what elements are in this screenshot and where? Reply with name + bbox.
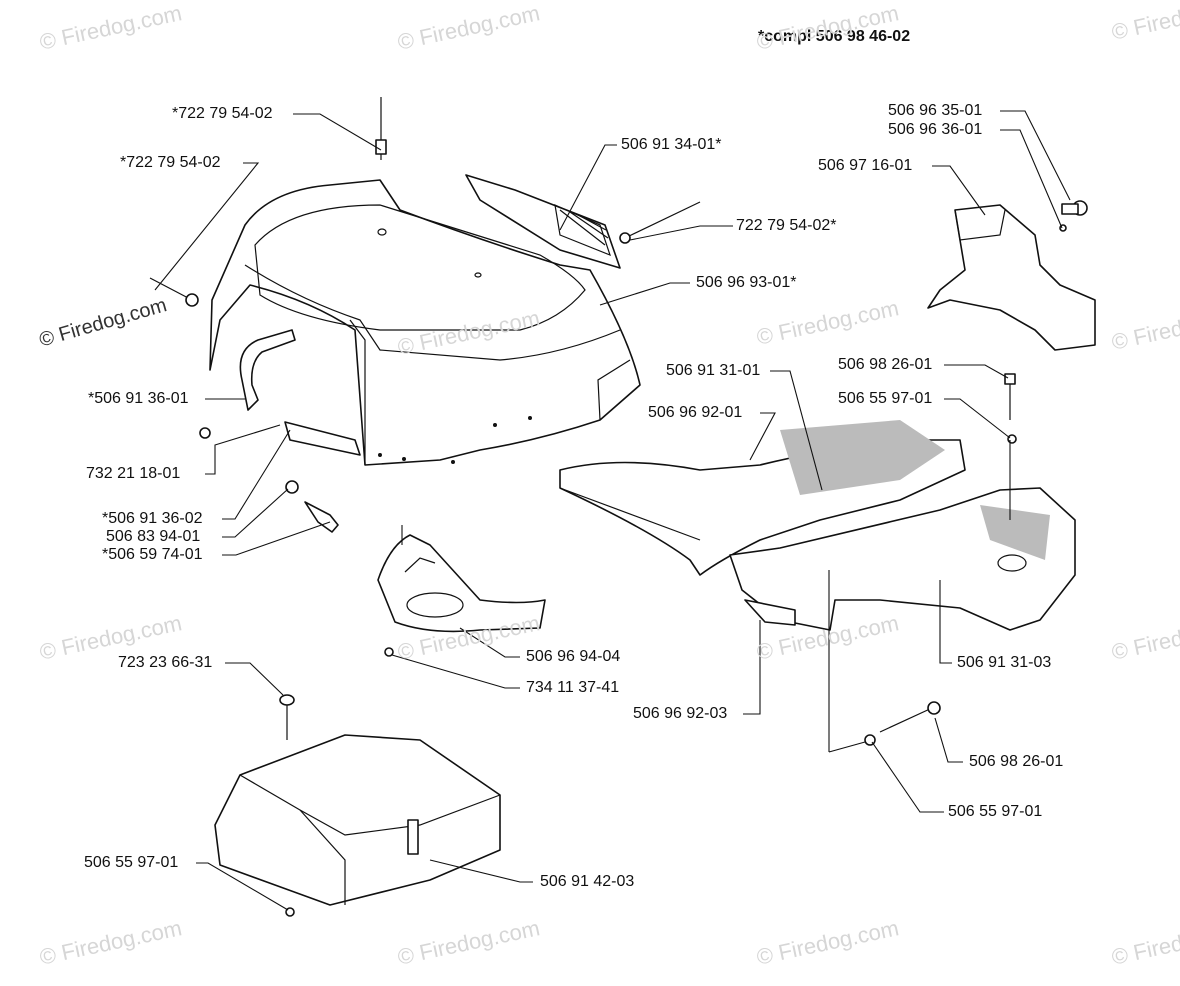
part-label: 506 97 16-01 bbox=[818, 157, 913, 174]
leader-lines bbox=[154, 110, 1071, 911]
hood-part bbox=[209, 179, 641, 466]
part-label: 506 96 36-01 bbox=[888, 121, 983, 138]
screws-right bbox=[864, 373, 1017, 746]
part-label: 506 83 94-01 bbox=[106, 528, 201, 545]
part-label: 722 79 54-02* bbox=[736, 217, 837, 234]
bracket-part bbox=[199, 329, 361, 533]
part-label: *722 79 54-02 bbox=[172, 105, 273, 122]
part-label: 506 96 92-03 bbox=[633, 705, 728, 722]
cup-holder-part bbox=[377, 534, 546, 657]
part-label: 506 91 31-01 bbox=[666, 362, 761, 379]
assembly-title: *compl 506 98 46-02 bbox=[758, 28, 911, 45]
part-label: 506 91 34-01* bbox=[621, 136, 722, 153]
part-label: 506 98 26-01 bbox=[838, 356, 933, 373]
part-label: *722 79 54-02 bbox=[120, 154, 221, 171]
part-label: 506 91 31-03 bbox=[957, 654, 1052, 671]
part-label: *506 91 36-02 bbox=[102, 510, 203, 527]
part-label: 732 21 18-01 bbox=[86, 465, 181, 482]
part-label: 506 55 97-01 bbox=[948, 803, 1043, 820]
pins bbox=[149, 97, 701, 307]
part-label: 506 96 35-01 bbox=[888, 102, 983, 119]
bracket-right-part bbox=[927, 200, 1096, 351]
part-label: 506 91 42-03 bbox=[540, 873, 635, 890]
part-label: *506 59 74-01 bbox=[102, 546, 203, 563]
battery-cover-part bbox=[214, 694, 501, 917]
part-label: 506 96 93-01* bbox=[696, 274, 797, 291]
part-label: 506 96 94-04 bbox=[526, 648, 621, 665]
part-label: 506 98 26-01 bbox=[969, 753, 1064, 770]
part-label: 506 55 97-01 bbox=[838, 390, 933, 407]
footrest-right bbox=[729, 487, 1076, 631]
part-label: 723 23 66-31 bbox=[118, 654, 213, 671]
part-label: 506 55 97-01 bbox=[84, 854, 179, 871]
footrest-left bbox=[559, 420, 966, 576]
part-label: 506 96 92-01 bbox=[648, 404, 743, 421]
part-label: 734 11 37-41 bbox=[526, 679, 620, 696]
grille-plate bbox=[465, 174, 621, 269]
part-label: *506 91 36-01 bbox=[88, 390, 189, 407]
